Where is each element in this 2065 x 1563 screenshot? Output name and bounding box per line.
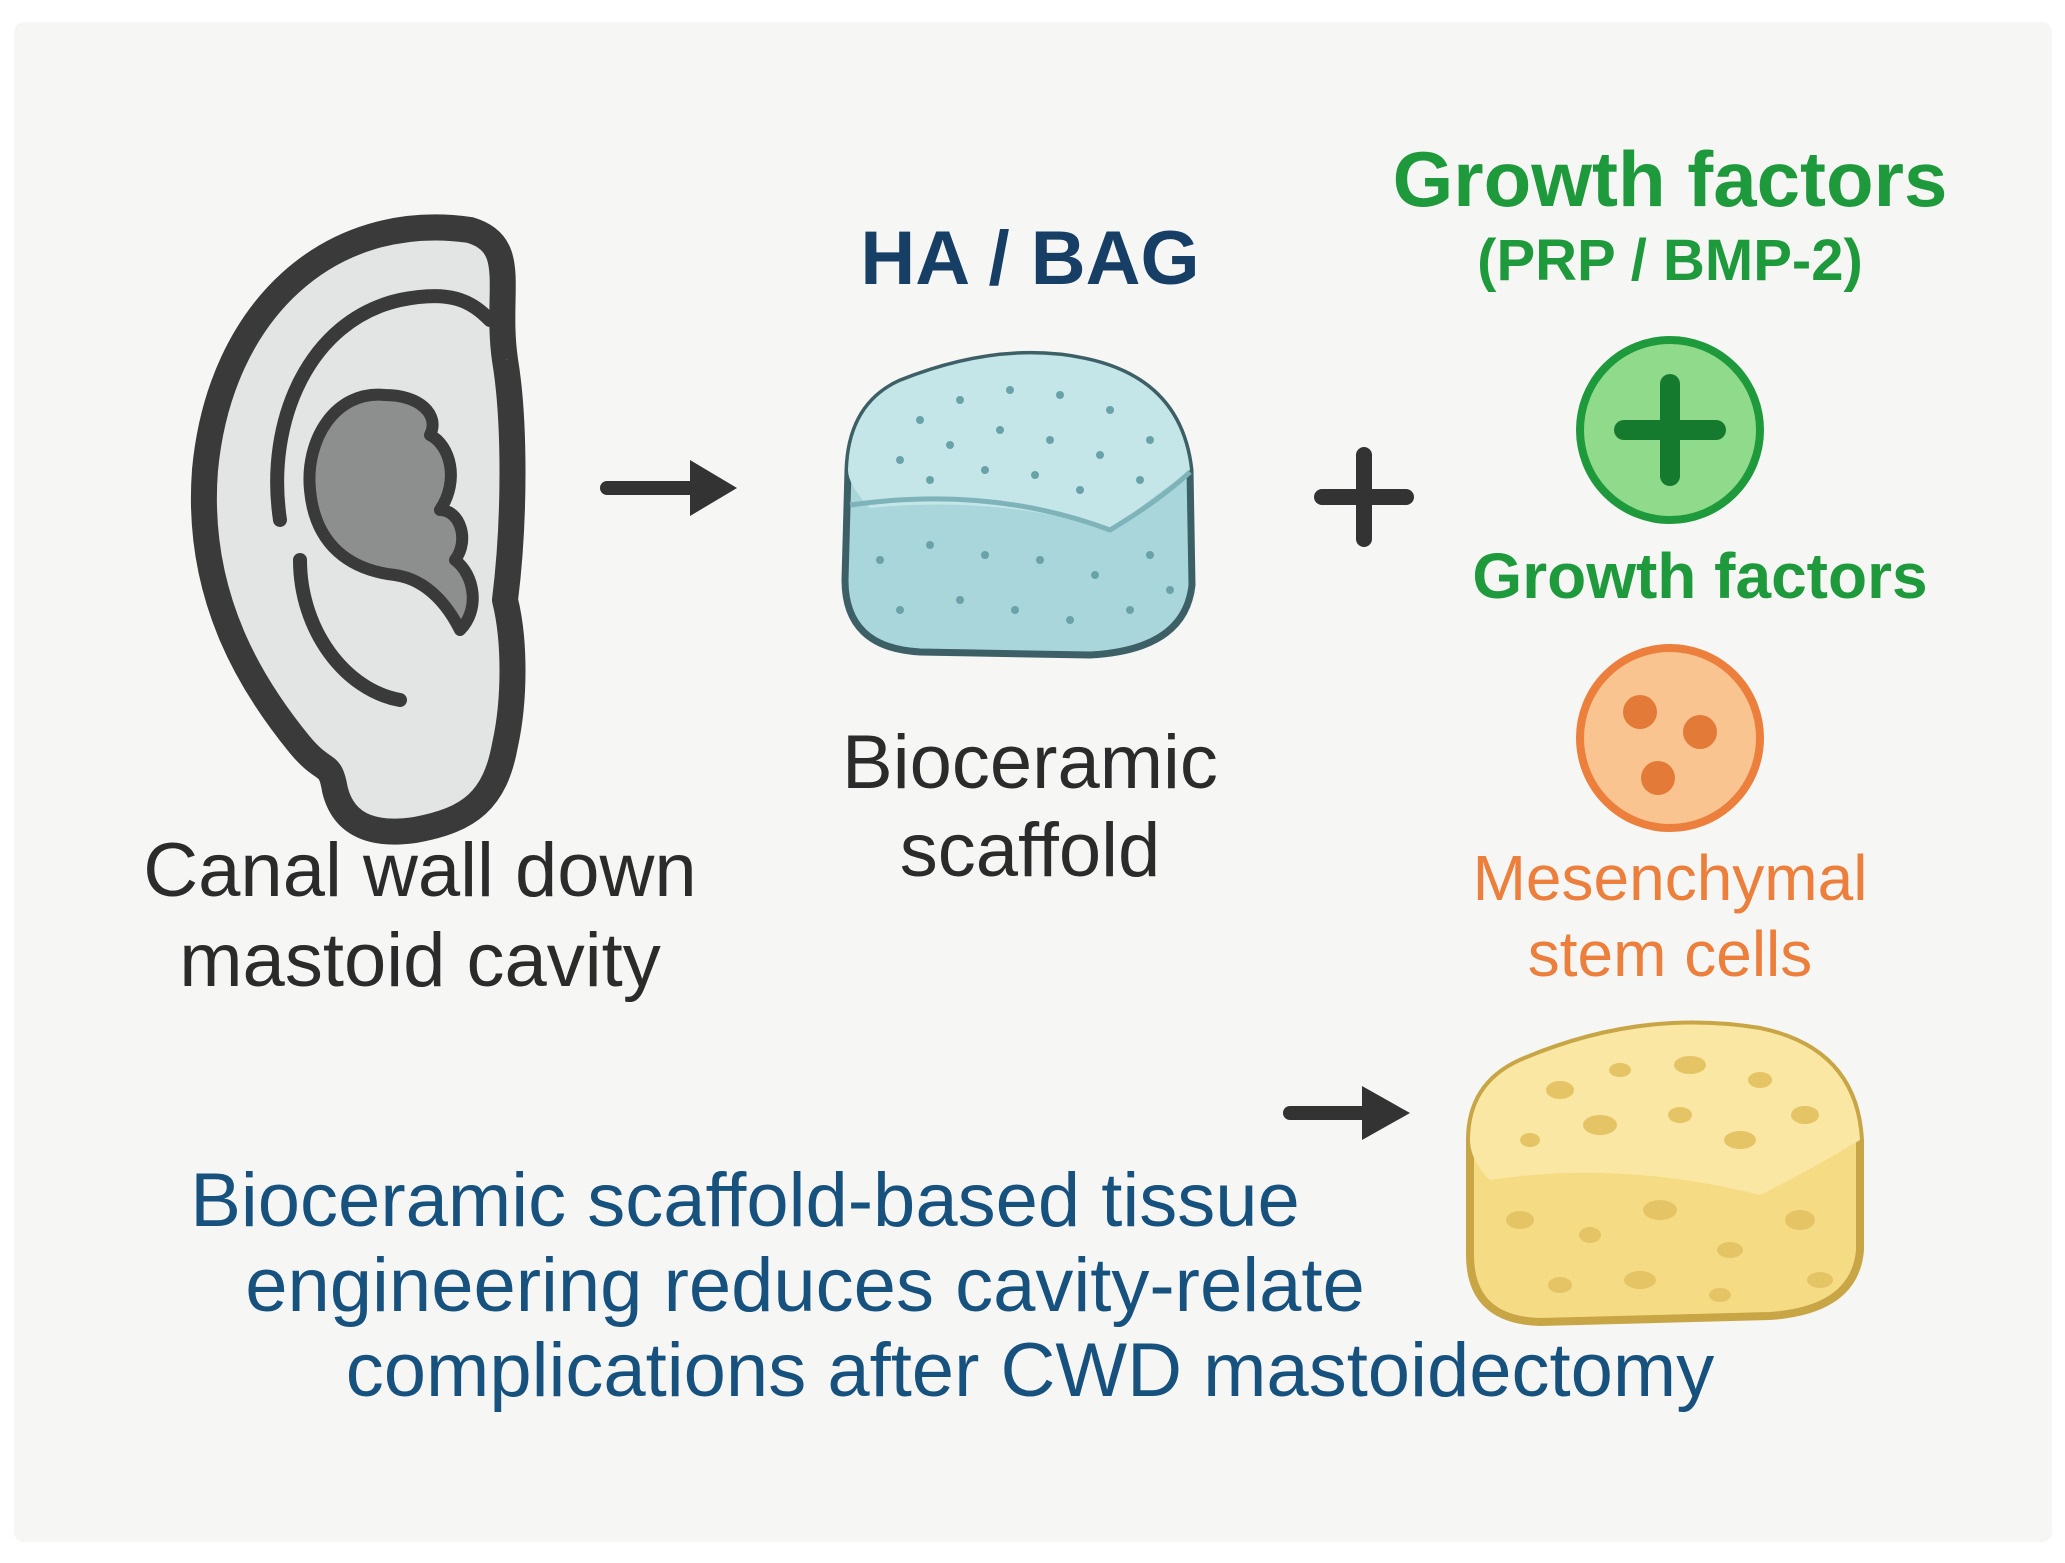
ear-icon xyxy=(190,214,526,845)
growth-factor-plus-icon xyxy=(1576,336,1764,524)
scaffold-caption-line-2: scaffold xyxy=(899,808,1161,893)
bioceramic-scaffold-icon xyxy=(841,350,1196,659)
plus-icon xyxy=(1314,447,1414,547)
conclusion-line-1: Bioceramic scaffold-based tissue xyxy=(190,1158,1300,1243)
stem-cell-icon xyxy=(1576,644,1764,832)
regenerated-tissue-icon xyxy=(1466,1020,1864,1326)
ear-caption-line-2: mastoid cavity xyxy=(179,918,661,1003)
arrow-right-icon xyxy=(600,460,737,516)
stem-cells-label-line-2: stem cells xyxy=(1527,918,1813,990)
scaffold-material-title: HA / BAG xyxy=(860,216,1200,301)
growth-factors-title: Growth factors xyxy=(1392,135,1948,223)
scaffold-caption-line-1: Bioceramic xyxy=(842,720,1218,805)
conclusion-line-2: engineering reduces cavity-relate xyxy=(245,1243,1365,1328)
arrow-right-icon xyxy=(1283,1086,1410,1140)
growth-factors-subtitle: (PRP / BMP-2) xyxy=(1477,228,1863,293)
growth-factors-label: Growth factors xyxy=(1472,540,1928,612)
conclusion-line-3: complications after CWD mastoidectomy xyxy=(345,1328,1715,1413)
ear-caption-line-1: Canal wall down xyxy=(143,828,697,913)
stem-cells-label-line-1: Mesenchymal xyxy=(1472,842,1868,914)
